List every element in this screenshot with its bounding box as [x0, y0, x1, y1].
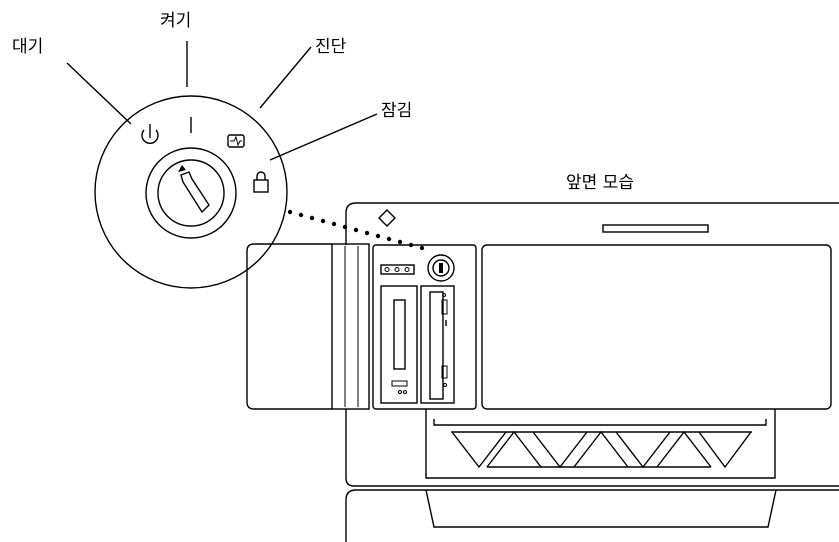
label-standby: 대기: [12, 37, 43, 57]
key-switch-dial: [94, 95, 288, 289]
server-front-view: [246, 202, 839, 542]
base-outline: [345, 409, 839, 487]
padlock-icon: [253, 171, 269, 193]
label-front-view: 앞면 모습: [566, 173, 634, 193]
door-panel: [246, 243, 332, 410]
drive-bay-left: [380, 285, 418, 404]
dial-outer-ring: [94, 95, 288, 289]
door-hinge-frame: [331, 243, 370, 410]
status-led-strip: [380, 264, 415, 275]
diamond-indicator-icon: [378, 209, 396, 227]
drive-slot-left: [393, 299, 406, 370]
drive-bay-right: [420, 285, 455, 404]
lower-unit-tray: [425, 489, 777, 528]
front-bezel: [481, 244, 832, 410]
top-slot: [602, 224, 709, 233]
server-top-outline: [345, 202, 839, 245]
key-lock: [427, 254, 455, 282]
fan-grille-frame: [425, 409, 776, 479]
vent-triangles: [451, 430, 752, 469]
leader-lines: [66, 41, 378, 161]
leader-line-standby: [66, 62, 132, 125]
label-on: 켜기: [160, 11, 191, 31]
lower-unit-outline: [345, 489, 839, 542]
operator-panel: [372, 244, 477, 410]
leader-line-diagnostic: [259, 46, 312, 109]
key-cylinder-inner: [157, 159, 225, 227]
power-standby-icon: [141, 124, 159, 144]
key-icon: [178, 165, 210, 214]
key-cylinder-outer: [145, 147, 237, 239]
drive-slot-right: [429, 291, 444, 400]
diagnostic-waveform-icon: [227, 134, 245, 148]
label-lock: 잠김: [381, 101, 412, 121]
zoom-dotted-line: [287, 209, 425, 251]
label-diagnostic: 진단: [315, 37, 347, 57]
leader-line-lock: [269, 113, 378, 161]
